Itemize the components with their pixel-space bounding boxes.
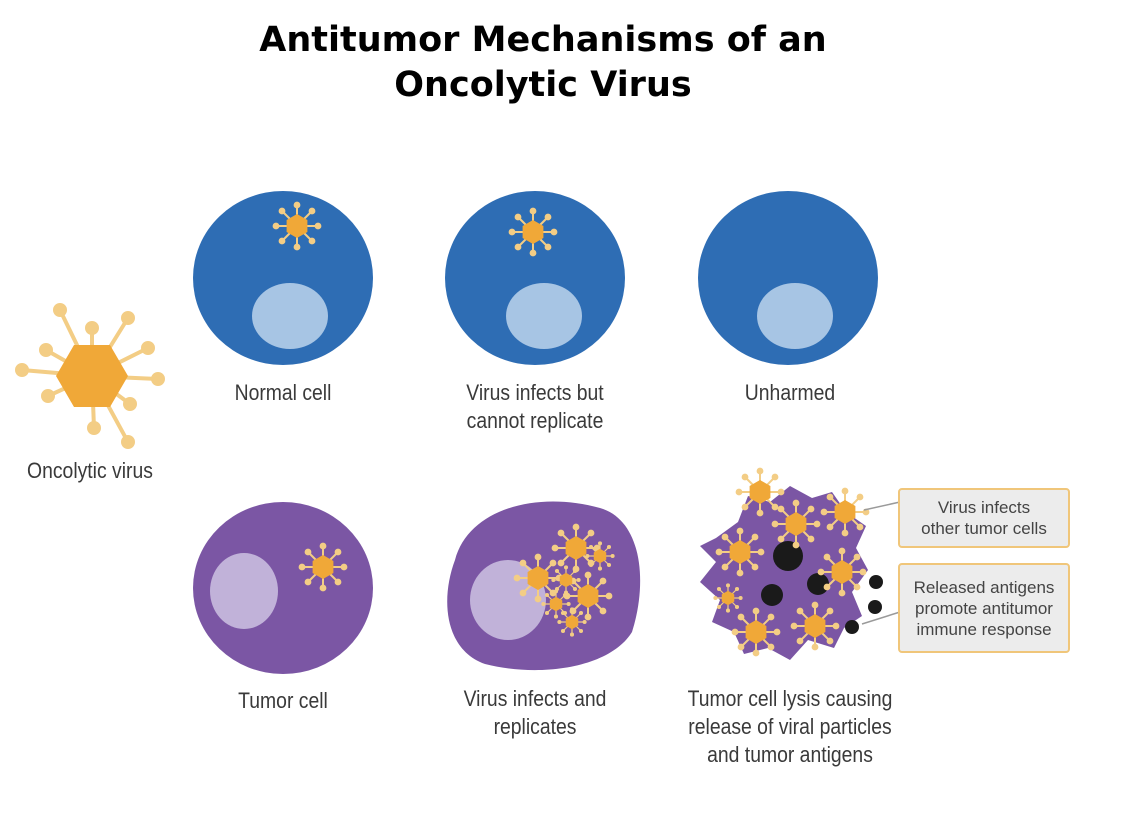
replicating-virus-icon [541,589,571,619]
released-virus-icon [790,601,840,651]
virus-attached-icon [272,201,322,251]
label-text: Tumor cell [238,688,328,713]
label-normal-cell: Normal cell [195,379,371,407]
label-unharmed: Unharmed [702,379,878,407]
label-infects-no-replicate: Virus infects but cannot replicate [429,379,640,435]
callout-infects-other-cells: Virus infects other tumor cells [898,488,1070,548]
released-virus-icon [713,583,743,613]
label-line: Virus infects and [463,686,607,711]
oncolytic-virus-icon [15,303,165,449]
released-virus-icon [817,547,867,597]
antigen-dot [773,541,803,571]
virus-attached-icon [298,542,348,592]
label-line: Tumor cell lysis causing [687,686,893,711]
callout-connector [861,611,901,625]
label-line: and tumor antigens [707,742,873,767]
released-virus-icon [820,487,870,537]
antigen-dot [761,584,783,606]
unharmed-cell-icon [698,191,878,365]
replicating-virus-icon [585,541,615,571]
antigen-dot [868,600,882,614]
callout-connector [863,501,901,511]
tumor-cell-icon [193,502,373,674]
infected-normal-cell-icon [445,191,625,365]
callout-line: other tumor cells [921,519,1047,538]
label-text: Normal cell [234,380,332,405]
released-virus-icon [771,499,821,549]
released-virus-icon [731,607,781,657]
label-text: Oncolytic virus [27,458,153,483]
replicating-virus-icon [557,607,587,637]
callout-line: Released antigens [913,577,1055,597]
lysed-tumor-cell-icon [700,467,883,660]
diagram-title: Antitumor Mechanisms of an Oncolytic Vir… [0,18,1086,108]
normal-cell-icon [193,191,373,365]
label-line: release of viral particles [688,714,892,739]
title-line-1: Antitumor Mechanisms of an [259,20,827,60]
callout-line: Virus infects [937,498,1031,517]
virus-inside-icon [508,207,558,257]
replicating-virus-icon [513,553,563,603]
released-virus-icon [715,527,765,577]
callout-line: promote antitumor [915,598,1053,618]
infected-tumor-cell-icon [447,501,641,671]
label-line: replicates [493,714,577,739]
label-line: cannot replicate [466,408,604,433]
label-infects-replicates: Virus infects and replicates [429,685,640,741]
antigen-dot [869,575,883,589]
label-line: Virus infects but [466,380,604,405]
label-oncolytic-virus: Oncolytic virus [15,457,165,485]
title-line-2: Oncolytic Virus [394,65,692,105]
label-text: Unharmed [744,380,836,405]
callout-line: immune response [916,619,1052,639]
label-lysis: Tumor cell lysis causing release of vira… [667,685,913,769]
antigen-dot [807,573,829,595]
antigen-dot [845,620,859,634]
label-tumor-cell: Tumor cell [195,687,371,715]
released-virus-icon [735,467,785,517]
callout-released-antigens: Released antigens promote antitumor immu… [898,563,1070,653]
